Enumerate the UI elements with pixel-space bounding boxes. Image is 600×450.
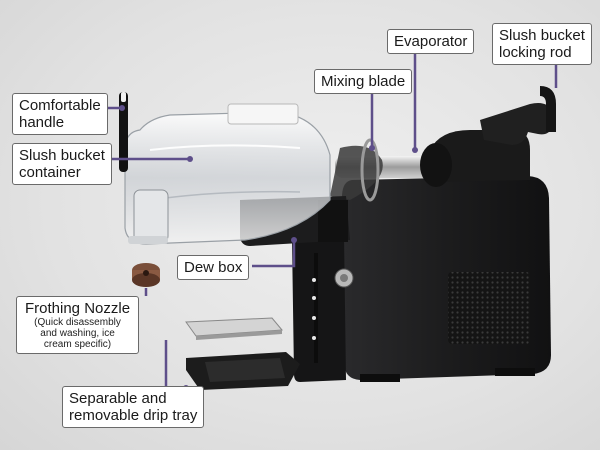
handle-lever — [119, 92, 128, 172]
vent-grille — [448, 272, 530, 344]
frothing-nozzle-label: Frothing Nozzle (Quick disassembly and w… — [16, 296, 140, 354]
slush-bucket — [124, 103, 331, 245]
locking-rod — [430, 86, 556, 182]
dew-box-label: Dew box — [177, 255, 250, 280]
drip-tray — [185, 317, 300, 390]
machine-body — [292, 176, 551, 382]
mixing-blade — [330, 138, 383, 202]
slush-bucket-locking-rod-label: Slush bucket locking rod — [492, 23, 592, 65]
evaporator-label: Evaporator — [387, 29, 475, 54]
mixing-blade-label: Mixing blade — [314, 69, 413, 94]
slush-bucket-container-label: Slush bucket container — [12, 143, 112, 185]
comfortable-handle-label: Comfortable handle — [12, 93, 108, 135]
frothing-nozzle — [132, 263, 160, 287]
drip-tray-label: Separable and removable drip tray — [62, 386, 205, 428]
